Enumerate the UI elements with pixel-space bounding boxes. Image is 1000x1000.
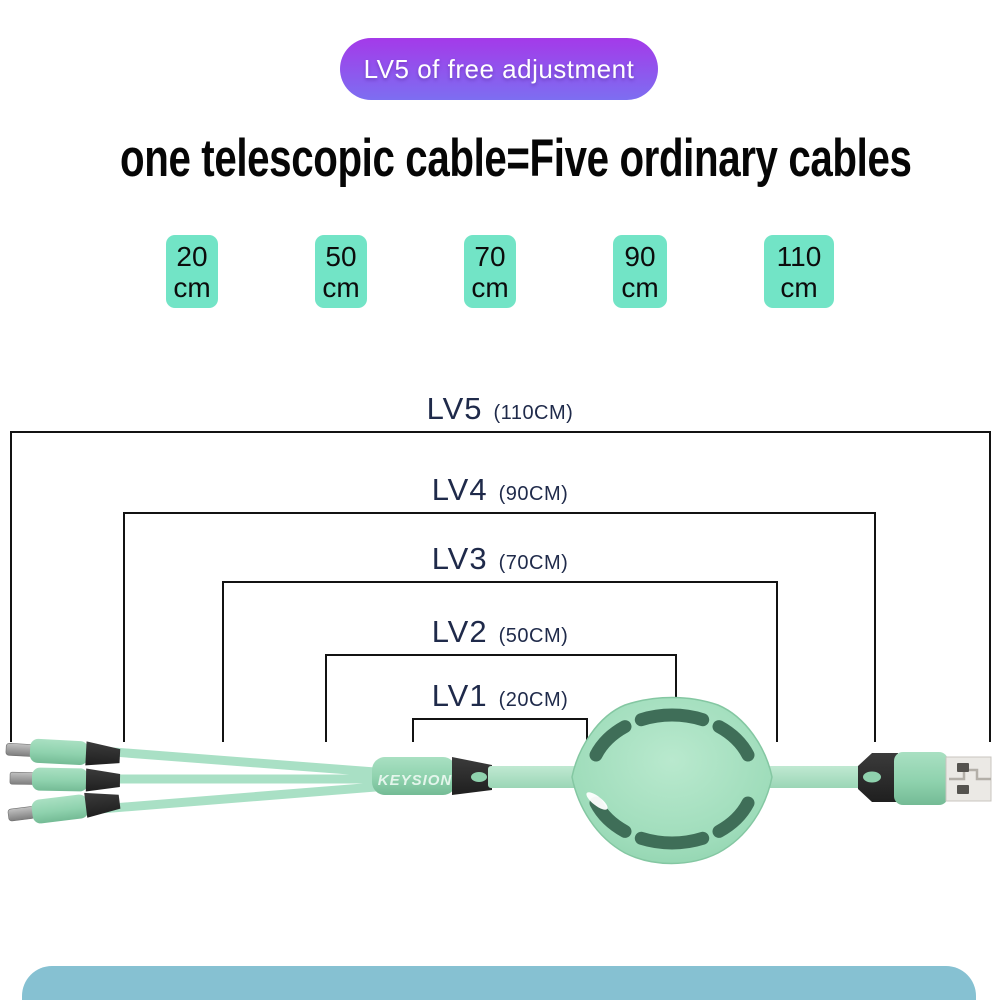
lightning-barrel xyxy=(29,738,89,766)
level-frame xyxy=(123,512,876,742)
level-name: LV3 xyxy=(431,541,488,576)
level-name: LV4 xyxy=(431,472,488,507)
usb-a-pin-hole xyxy=(957,763,969,772)
cable-junction: KEYSION xyxy=(372,757,492,795)
retractor-slots xyxy=(589,708,755,850)
length-unit: cm xyxy=(322,271,360,303)
usb-c-strain-relief xyxy=(84,792,121,818)
usb-a-connector xyxy=(858,752,992,805)
level-length: (70CM) xyxy=(498,552,569,574)
level-length: (20CM) xyxy=(498,689,569,711)
level-name: LV5 xyxy=(426,391,483,426)
level-name: LV1 xyxy=(431,678,488,713)
level-label: LV1 (20CM) xyxy=(0,678,1000,714)
retractor-highlight xyxy=(586,792,608,810)
headline: one telescopic cable=Five ordinary cable… xyxy=(120,129,912,188)
junction-barrel xyxy=(372,757,456,795)
micro-usb-strain-relief xyxy=(85,768,121,792)
level-length: (50CM) xyxy=(498,625,569,647)
usb-a-pin-hole xyxy=(957,785,969,794)
length-value: 50 xyxy=(325,240,357,272)
length-value: 70 xyxy=(474,240,506,272)
micro-usb-barrel xyxy=(31,767,89,792)
micro-usb-connector xyxy=(9,767,121,792)
length-value: 110 xyxy=(776,240,822,272)
level-label: LV2 (50CM) xyxy=(0,614,1000,650)
level-frame xyxy=(222,581,778,742)
level-pill-label: LV5 of free adjustment xyxy=(363,53,635,84)
level-name: LV2 xyxy=(431,614,488,649)
retractor-body xyxy=(571,696,773,865)
length-unit: cm xyxy=(621,271,659,303)
length-value: 90 xyxy=(624,240,656,272)
usb-c-connector xyxy=(7,792,121,824)
split-cables xyxy=(95,746,393,814)
micro-usb-tip xyxy=(9,771,35,785)
usb-a-barrel xyxy=(894,752,948,805)
flat-cable-left xyxy=(488,766,583,788)
flat-cable-right xyxy=(760,766,866,788)
level-label: LV4 (90CM) xyxy=(0,472,1000,508)
level-label: LV3 (70CM) xyxy=(0,541,1000,577)
length-unit: cm xyxy=(173,271,211,303)
retractor-reel xyxy=(571,696,773,865)
level-length: (90CM) xyxy=(498,483,569,505)
usb-a-slot xyxy=(863,771,881,783)
lightning-connector xyxy=(5,738,121,766)
level-frame xyxy=(412,718,588,742)
junction-slot xyxy=(471,772,487,782)
length-value: 20 xyxy=(176,240,208,272)
length-unit: cm xyxy=(471,271,509,303)
level-pill-badge: LV5 of free adjustment xyxy=(340,38,658,100)
level-frame xyxy=(10,431,991,742)
usb-a-step xyxy=(949,768,991,781)
usb-c-tip xyxy=(7,806,35,822)
bottom-panel xyxy=(22,966,976,1000)
lightning-strain-relief xyxy=(85,741,121,766)
usb-c-barrel xyxy=(31,794,89,824)
level-length: (110CM) xyxy=(493,402,574,424)
level-label: LV5 (110CM) xyxy=(0,391,1000,427)
length-unit: cm xyxy=(780,271,818,303)
brand-text: KEYSION xyxy=(378,772,453,789)
product-image: KEYSION xyxy=(5,696,992,865)
